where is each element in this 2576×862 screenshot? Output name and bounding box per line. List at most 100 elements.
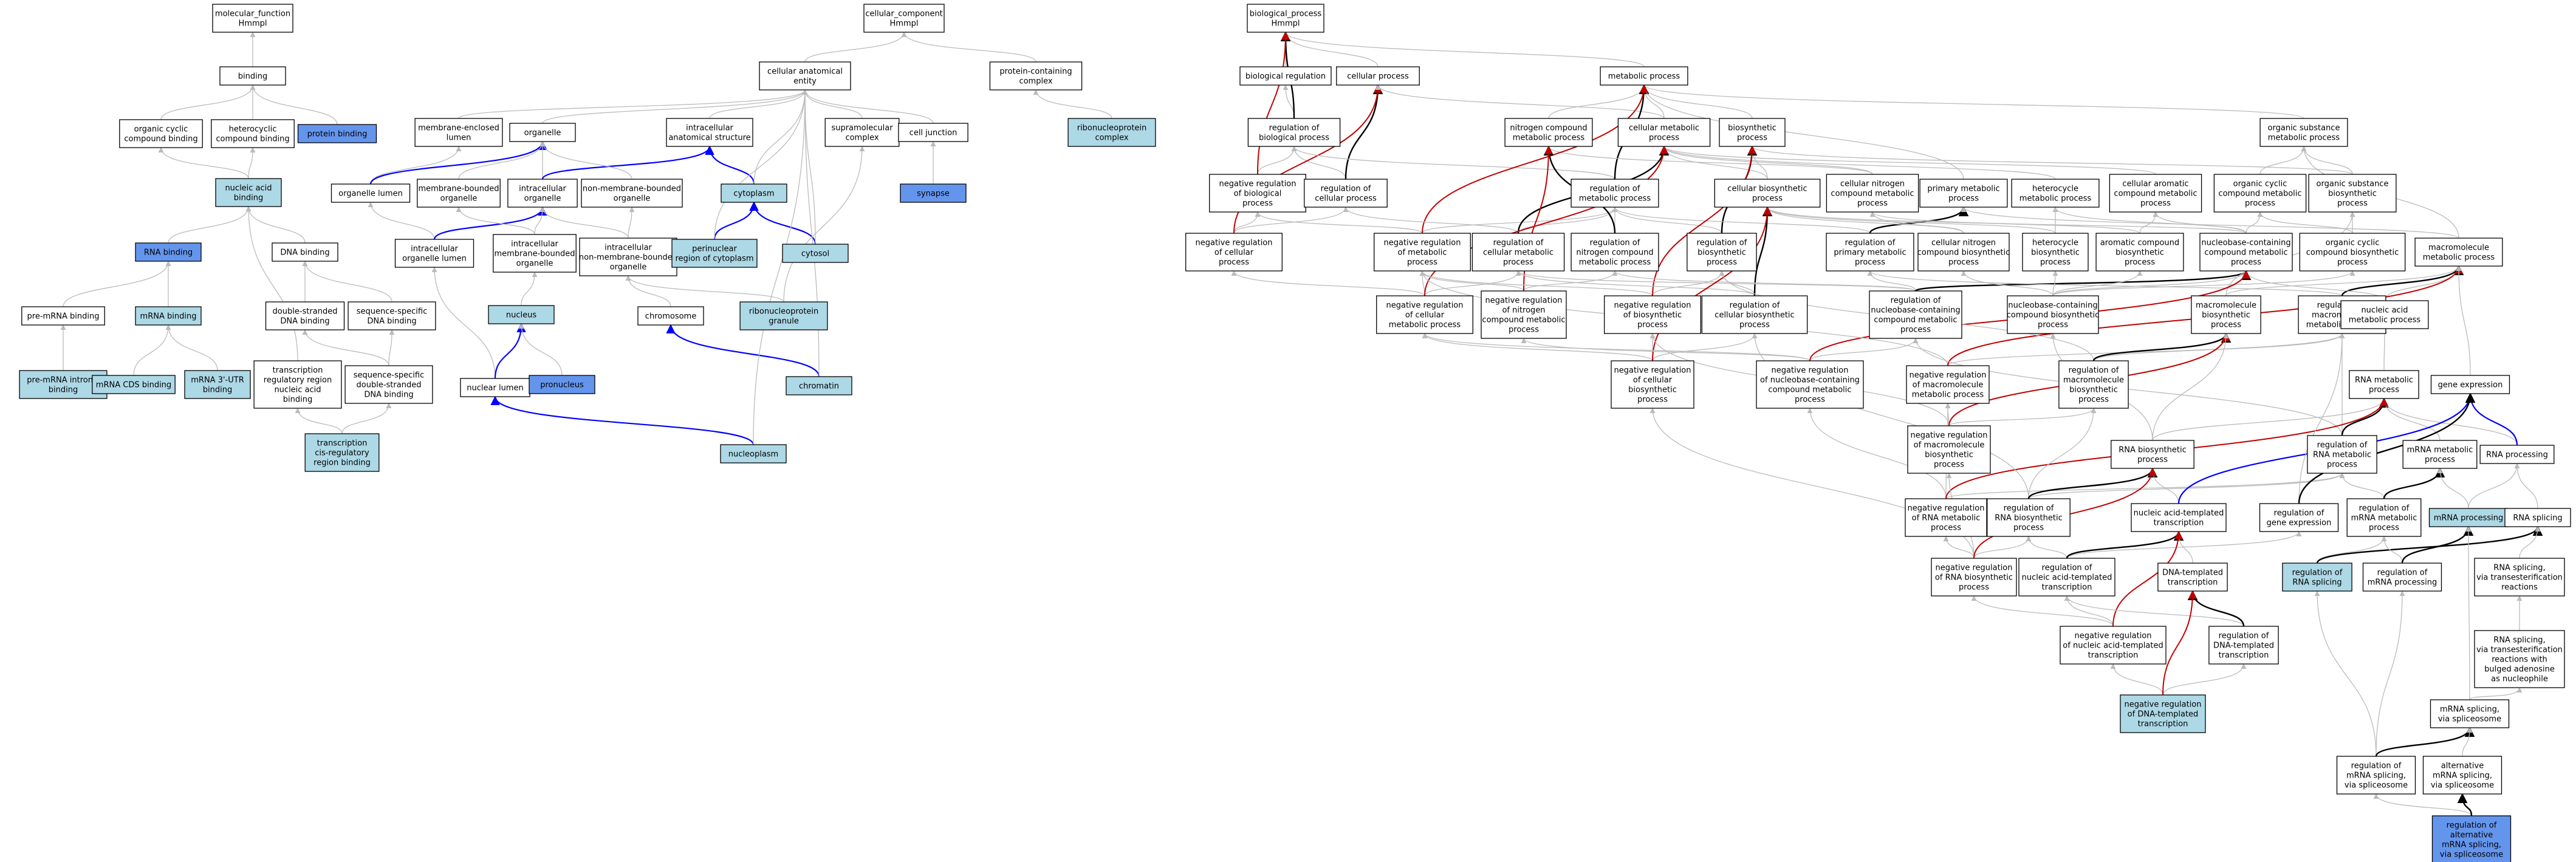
node-cytoplasm[interactable]: cytoplasm (721, 183, 787, 203)
node-box-rna_splicing[interactable] (2504, 508, 2571, 527)
node-box-tf_cis_binding[interactable] (304, 433, 380, 472)
node-box-rna_metab[interactable] (2349, 370, 2419, 399)
node-box-reg_dna_tx[interactable] (2208, 626, 2279, 665)
node-rna_binding[interactable]: RNA binding (135, 242, 202, 262)
node-organelle_lumen[interactable]: organelle lumen (331, 183, 411, 203)
node-box-mem_enclosed_lumen[interactable] (414, 118, 503, 147)
node-box-rnp_granule[interactable] (739, 301, 828, 330)
node-box-nucleic_metab[interactable] (2340, 300, 2429, 329)
node-dna_binding[interactable]: DNA binding (272, 242, 338, 262)
node-box-reg_bio_proc[interactable] (1247, 118, 1341, 147)
node-box-pre_mrna_binding[interactable] (21, 306, 105, 326)
node-box-ic_organelle[interactable] (507, 179, 578, 208)
node-box-reg_alt_mrna_splicing[interactable] (2431, 815, 2512, 862)
node-box-macro_biosynth[interactable] (2191, 295, 2261, 334)
node-box-neg_reg_na_tx[interactable] (2060, 626, 2167, 665)
node-box-alt_mrna_splicing[interactable] (2422, 756, 2502, 795)
node-box-ic_mem_org[interactable] (493, 234, 577, 273)
node-box-bio_reg[interactable] (1239, 66, 1332, 86)
node-cytosol[interactable]: cytosol (782, 244, 849, 263)
node-box-heterocycle_biosynth[interactable] (2022, 233, 2089, 272)
node-synapse[interactable]: synapse (900, 183, 967, 203)
node-box-gene_expr[interactable] (2430, 375, 2510, 394)
node-box-reg_n_metab[interactable] (1571, 233, 1659, 272)
node-box-cell_arom_metab[interactable] (2109, 174, 2202, 213)
node-box-ic_nonmem_org[interactable] (579, 238, 677, 276)
node-box-reg_cell_proc[interactable] (1304, 179, 1388, 208)
node-box-nuclear_lumen[interactable] (460, 378, 530, 397)
node-nucleus[interactable]: nucleus (488, 305, 555, 324)
node-gene_expr[interactable]: gene expression (2430, 375, 2510, 394)
node-box-rna_biosynth[interactable] (2111, 440, 2194, 469)
node-nucleoplasm[interactable]: nucleoplasm (720, 444, 787, 463)
node-chromatin[interactable]: chromatin (786, 376, 852, 395)
node-box-mrna_splicing_ss[interactable] (2430, 699, 2510, 728)
node-box-perinuclear[interactable] (671, 239, 758, 268)
node-box-organic_cyclic_binding[interactable] (119, 119, 203, 148)
node-mrna_binding[interactable]: mRNA binding (135, 306, 202, 326)
node-cell_junction[interactable]: cell junction (898, 123, 968, 142)
node-box-pcc[interactable] (989, 61, 1083, 91)
node-box-tr_region_binding[interactable] (253, 360, 342, 409)
node-nuclear_lumen[interactable]: nuclear lumen (460, 378, 530, 397)
node-mrna_splicing_ss[interactable]: mRNA splicing,via spliceosome (2430, 699, 2510, 728)
node-ic_nonmem_org[interactable]: intracellularnon-membrane-boundedorganel… (579, 238, 677, 276)
node-box-cell_metab[interactable] (1617, 118, 1711, 147)
node-box-nucleobase_biosynth[interactable] (2007, 295, 2099, 334)
node-box-reg_macro_biosynth[interactable] (2058, 360, 2129, 409)
node-box-neg_reg_cell_biosynth[interactable] (1611, 360, 1694, 409)
node-organelle[interactable]: organelle (509, 123, 576, 142)
node-box-organelle_lumen[interactable] (331, 183, 411, 203)
node-box-cc_root[interactable] (863, 4, 945, 33)
node-box-mf_root[interactable] (212, 4, 293, 33)
node-box-reg_mrna_metab[interactable] (2346, 498, 2422, 537)
node-reg_macro_biosynth[interactable]: regulation ofmacromoleculebiosyntheticpr… (2058, 360, 2129, 409)
node-box-nonmem_org[interactable] (581, 179, 683, 208)
node-box-reg_rna_biosynth[interactable] (1987, 498, 2071, 537)
node-box-heterocyclic_binding[interactable] (211, 119, 295, 148)
node-chromosome[interactable]: chromosome (637, 306, 704, 326)
node-rna_processing[interactable]: RNA processing (2479, 445, 2555, 464)
node-box-cytoplasm[interactable] (721, 183, 787, 203)
node-mrna_cds[interactable]: mRNA CDS binding (92, 375, 176, 394)
node-box-ds_dna_binding[interactable] (265, 301, 345, 330)
node-box-reg_rna_metab[interactable] (2307, 435, 2377, 474)
